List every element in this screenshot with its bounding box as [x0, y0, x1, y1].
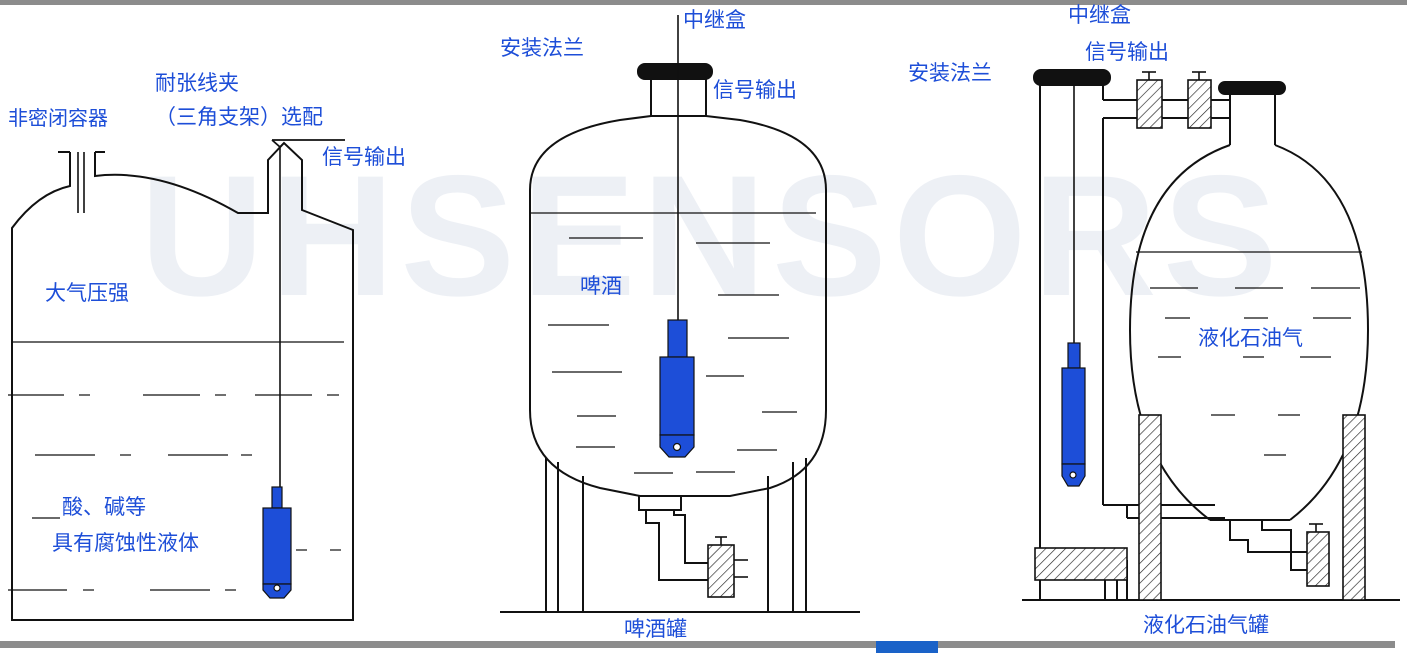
- label-flange-beer: 安装法兰: [500, 36, 584, 60]
- open-container-tank: [11, 141, 354, 621]
- caption-beer-tank: 啤酒罐: [624, 617, 687, 641]
- label-signal-output-lpg: 信号输出: [1085, 40, 1169, 64]
- watermark: UHSENSORS: [140, 140, 1284, 332]
- beer-tank: [500, 63, 860, 613]
- lpg-valves: [1136, 71, 1212, 129]
- label-liquid-line1: 酸、碱等: [62, 495, 146, 519]
- caption-lpg-tank: 液化石油气罐: [1143, 613, 1269, 637]
- label-junction-box-beer: 中继盒: [683, 8, 746, 32]
- tension-clamp-bracket: [271, 139, 345, 148]
- label-container: 非密闭容器: [8, 106, 108, 130]
- liquid-lines-left: [8, 341, 344, 591]
- top-divider-bar: [0, 0, 1407, 5]
- label-clamp-line2: （三角支架）选配: [155, 105, 323, 129]
- liquid-lines-beer: [548, 237, 797, 474]
- label-atmospheric-pressure: 大气压强: [45, 281, 129, 305]
- lpg-tank: [1022, 69, 1400, 601]
- label-flange-lpg: 安装法兰: [908, 61, 992, 85]
- label-liquid-line2: 具有腐蚀性液体: [52, 531, 199, 555]
- label-signal-output-left: 信号输出: [322, 145, 406, 169]
- bottom-divider-bar: [0, 641, 1395, 648]
- beer-pressure-transmitter: [707, 536, 748, 598]
- level-sensor-probe-beer: [659, 319, 695, 458]
- bottom-accent-tab: [876, 641, 938, 653]
- label-signal-output-beer: 信号输出: [713, 78, 797, 102]
- level-sensor-probe-lpg: [1061, 342, 1086, 487]
- label-lpg: 液化石油气: [1198, 326, 1303, 350]
- lpg-saddle-supports: [1034, 414, 1366, 601]
- label-junction-box-lpg: 中继盒: [1068, 3, 1131, 27]
- lpg-pressure-transmitter: [1306, 523, 1330, 587]
- liquid-lines-lpg: [1150, 287, 1360, 456]
- level-sensor-probe-left: [262, 486, 292, 599]
- label-beer: 啤酒: [580, 274, 622, 298]
- label-clamp-line1: 耐张线夹: [155, 71, 239, 95]
